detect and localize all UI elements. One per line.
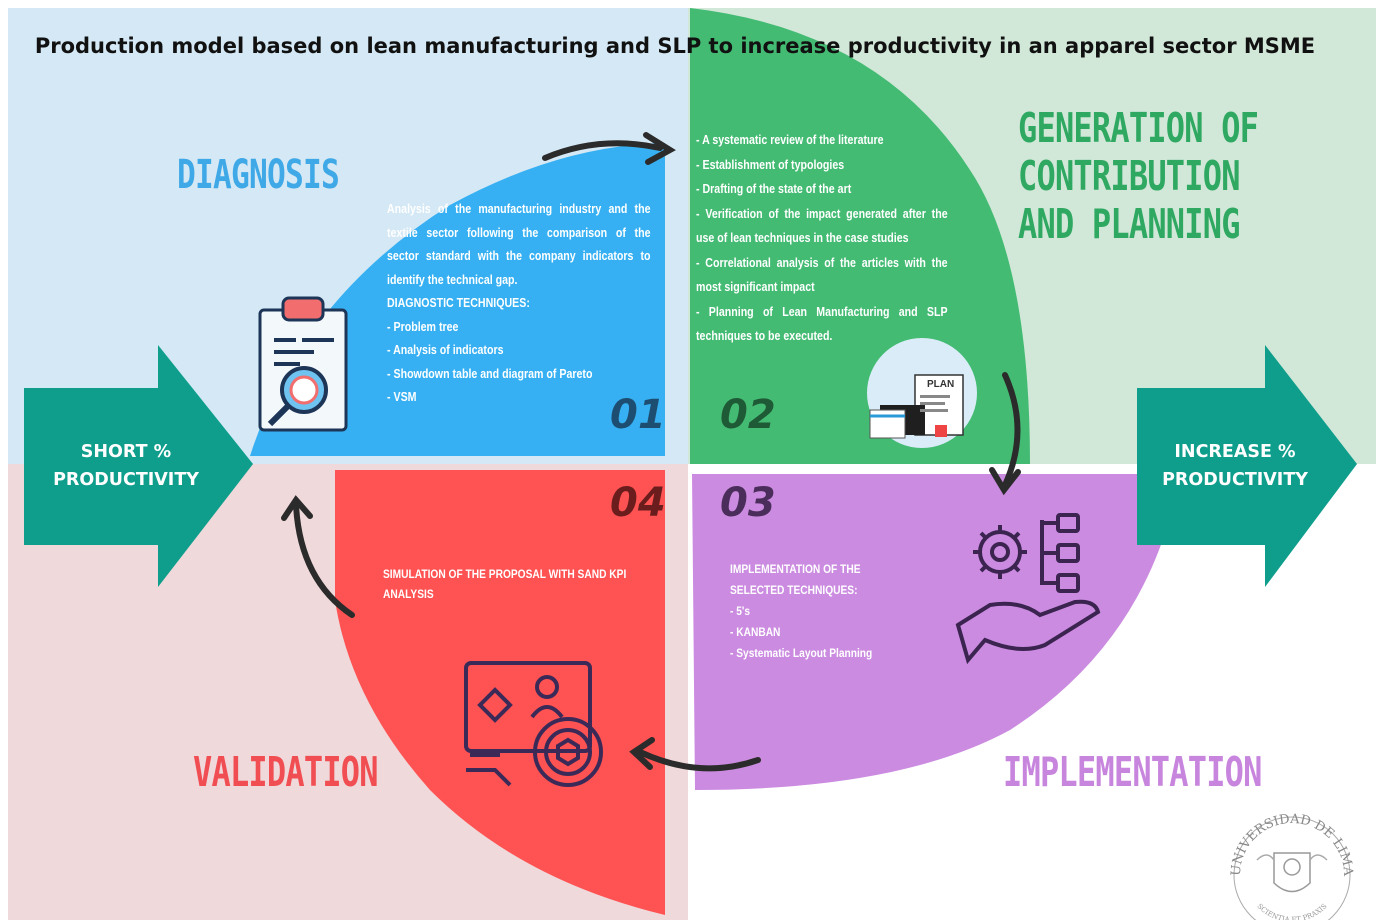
page-title: Production model based on lean manufactu… bbox=[34, 34, 1316, 58]
contribution-label-line-1: GENERATION OF bbox=[1018, 104, 1259, 152]
gear-hand-hierarchy-icon bbox=[955, 513, 1101, 665]
implementation-text: IMPLEMENTATION OF THE SELECTED TECHNIQUE… bbox=[730, 559, 913, 664]
contribution-label: GENERATION OF CONTRIBUTION AND PLANNING bbox=[1018, 104, 1259, 248]
plan-icon-label: PLAN bbox=[927, 379, 955, 390]
implementation-line: - KANBAN bbox=[730, 625, 781, 639]
right-arrow-shape bbox=[1137, 345, 1357, 587]
contribution-label-line-2: CONTRIBUTION bbox=[1018, 152, 1240, 200]
contribution-line: - Correlational analysis of the articles… bbox=[696, 255, 948, 295]
implementation-line: - 5's bbox=[730, 604, 751, 618]
flow-arrow-2-to-3 bbox=[989, 372, 1021, 496]
diagnosis-line: - Showdown table and diagram of Pareto bbox=[387, 366, 593, 381]
university-seal-icon: UNIVERSIDAD DE LIMA SCIENTIA ET PRAXIS bbox=[1229, 812, 1355, 920]
seal-text: UNIVERSIDAD DE LIMA bbox=[1229, 812, 1355, 877]
contribution-label-line-3: AND PLANNING bbox=[1018, 200, 1240, 248]
contribution-text: - A systematic review of the literature … bbox=[696, 128, 948, 349]
contribution-line: - A systematic review of the literature bbox=[696, 133, 884, 147]
right-arrow-line-1: INCREASE % bbox=[1174, 442, 1296, 462]
diagnosis-line: DIAGNOSTIC TECHNIQUES: bbox=[387, 296, 530, 310]
seal-motto: SCIENTIA ET PRAXIS bbox=[1255, 902, 1328, 920]
diagnosis-number: 01 bbox=[610, 392, 666, 438]
left-arrow-shape bbox=[24, 345, 253, 587]
diagnosis-line: Analysis of the manufacturing industry a… bbox=[387, 202, 651, 287]
diagnosis-line: - Problem tree bbox=[387, 319, 459, 334]
simulation-monitor-icon bbox=[464, 661, 603, 787]
validation-line: SIMULATION OF THE PROPOSAL WITH SAND KPI… bbox=[383, 567, 627, 601]
right-arrow-line-2: PRODUCTIVITY bbox=[1162, 470, 1308, 490]
diagnosis-line: - Analysis of indicators bbox=[387, 343, 504, 357]
implementation-line: - Systematic Layout Planning bbox=[730, 646, 873, 660]
implementation-line: IMPLEMENTATION OF THE SELECTED TECHNIQUE… bbox=[730, 562, 861, 597]
left-arrow-line-2: PRODUCTIVITY bbox=[53, 470, 199, 490]
left-arrow-line-1: SHORT % bbox=[80, 442, 172, 462]
diagnosis-line: - VSM bbox=[387, 390, 417, 404]
implementation-label: IMPLEMENTATION bbox=[1003, 748, 1262, 796]
flow-arrow-4-to-1 bbox=[281, 495, 355, 618]
diagnosis-petal bbox=[250, 143, 665, 456]
validation-label: VALIDATION bbox=[193, 748, 379, 796]
contribution-line: - Establishment of typologies bbox=[696, 157, 845, 172]
validation-text: SIMULATION OF THE PROPOSAL WITH SAND KPI… bbox=[383, 564, 638, 604]
flow-arrow-3-to-4 bbox=[629, 737, 761, 772]
flow-arrow-1-to-2 bbox=[542, 132, 676, 165]
validation-number: 04 bbox=[610, 480, 666, 526]
contribution-line: - Planning of Lean Manufacturing and SLP… bbox=[696, 304, 948, 344]
contribution-line: - Drafting of the state of the art bbox=[696, 182, 852, 196]
implementation-number: 03 bbox=[720, 480, 776, 526]
left-arrow-text: SHORT % PRODUCTIVITY bbox=[28, 438, 224, 494]
right-arrow-text: INCREASE % PRODUCTIVITY bbox=[1140, 438, 1330, 494]
clipboard-magnifier-icon bbox=[258, 296, 348, 432]
diagnosis-text: Analysis of the manufacturing industry a… bbox=[387, 198, 651, 410]
plan-document-icon bbox=[867, 338, 977, 448]
diagnosis-label: DIAGNOSIS bbox=[177, 152, 340, 198]
contribution-number: 02 bbox=[720, 392, 776, 438]
contribution-line: - Verification of the impact generated a… bbox=[696, 206, 948, 246]
